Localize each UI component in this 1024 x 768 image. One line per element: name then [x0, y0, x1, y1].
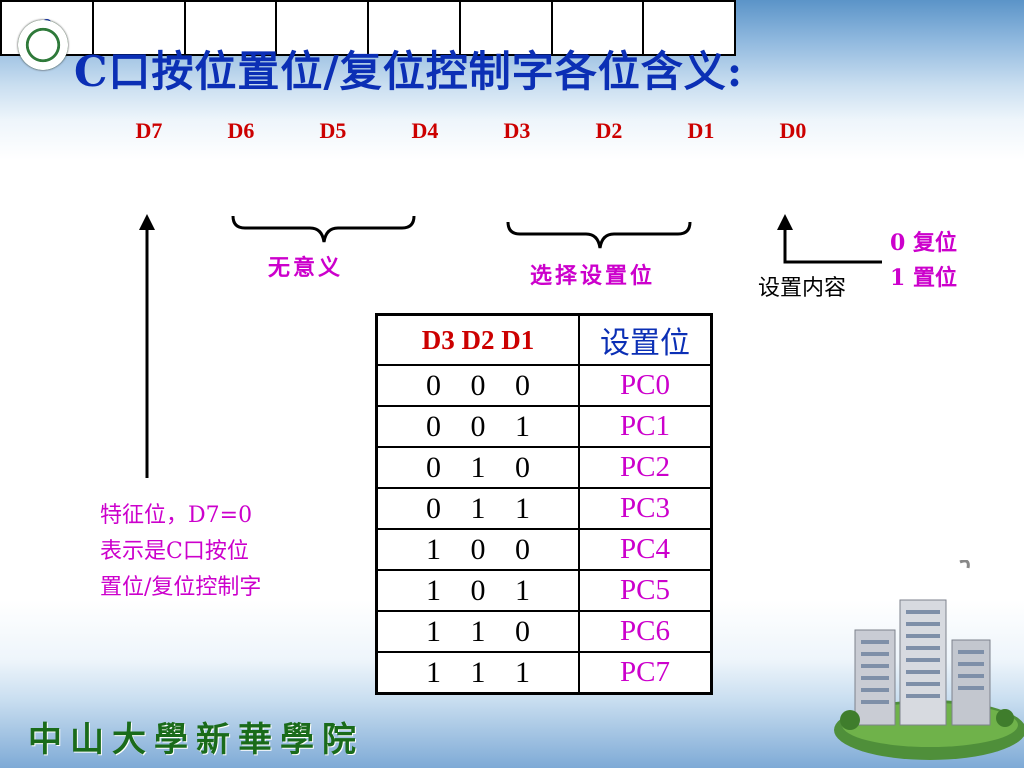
college-name-footer: 中山大學新華學院 [28, 720, 364, 760]
label-select-bit: 选择设置位 [530, 263, 656, 289]
arrowhead-set-content [777, 214, 793, 230]
bit-label-d6: D6 [227, 118, 255, 143]
campus-building-illustration [834, 560, 1024, 760]
row-bits: 0 1 0 [375, 446, 580, 489]
register-cell-d4 [277, 2, 369, 54]
row-bits: 1 1 0 [375, 610, 580, 653]
label-set-content: 设置内容 [758, 276, 847, 301]
brace-unused-bits [231, 215, 416, 243]
bit-label-d1: D1 [687, 118, 715, 143]
feature-bit-note: 特征位，D7=0 表示是C口按位 置位/复位控制字 [100, 498, 261, 606]
feature-note-line1: 特征位，D7=0 [100, 503, 253, 528]
register-cell-d3 [369, 2, 461, 54]
college-logo [18, 20, 68, 70]
bit-label-d4: D4 [411, 118, 439, 143]
feature-note-line3: 置位/复位控制字 [100, 575, 262, 600]
bit-label-d3: D3 [503, 118, 531, 143]
register-cell-d6 [94, 2, 186, 54]
row-pc: PC5 [578, 569, 713, 612]
row-bits: 0 0 1 [375, 405, 580, 448]
header-select-bits: D3 D2 D1 [375, 313, 580, 366]
bit-label-d7: D7 [135, 118, 163, 143]
row-bits: 1 1 1 [375, 651, 580, 695]
control-word-register: 0 [0, 0, 736, 56]
label-set-1: 1 置位 [890, 265, 957, 291]
header-set-bit: 设置位 [578, 313, 713, 366]
bit-label-d0: D0 [779, 118, 807, 143]
register-cell-d2 [461, 2, 553, 54]
row-bits: 0 0 0 [375, 364, 580, 407]
arrowhead-feature-bit [139, 214, 155, 230]
row-pc: PC2 [578, 446, 713, 489]
brace-select-bits [506, 221, 692, 249]
register-cell-d5 [186, 2, 278, 54]
row-bits: 1 0 0 [375, 528, 580, 571]
row-bits: 1 0 1 [375, 569, 580, 612]
row-pc: PC7 [578, 651, 713, 695]
arrow-set-content [783, 228, 882, 264]
row-pc: PC1 [578, 405, 713, 448]
row-pc: PC3 [578, 487, 713, 530]
table-header-row: D3 D2 D1 设置位 [375, 313, 713, 366]
register-cell-d1 [553, 2, 645, 54]
row-pc: PC4 [578, 528, 713, 571]
row-pc: PC6 [578, 610, 713, 653]
row-pc: PC0 [578, 364, 713, 407]
feature-note-line2: 表示是C口按位 [100, 539, 249, 564]
label-meaningless: 无意义 [268, 255, 344, 281]
bit-label-d5: D5 [319, 118, 347, 143]
row-bits: 0 1 1 [375, 487, 580, 530]
label-reset-0: 0 复位 [890, 230, 957, 256]
slide-title: C口按位置位/复位控制字各位含义: [74, 47, 744, 96]
bit-label-d2: D2 [595, 118, 623, 143]
